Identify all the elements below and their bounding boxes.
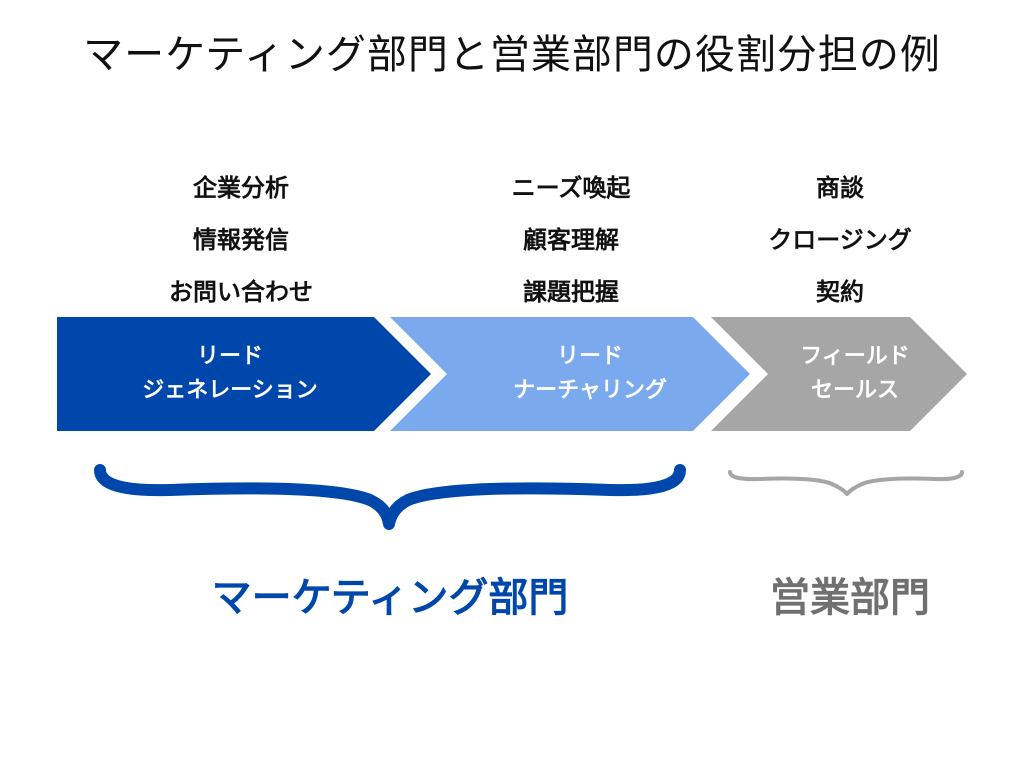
stage-label-line: セールス [810,378,899,403]
stage-label-line: フィールド [800,344,910,369]
sales-brace [728,470,964,496]
stage-label-line: ナーチャリング [513,378,667,403]
department-sales: 営業部門 [770,575,930,621]
task-item: ニーズ喚起 [511,174,631,202]
department-marketing: マーケティング部門 [211,575,569,621]
task-item: お問い合わせ [169,278,313,306]
stage-label-line: リード [556,344,623,369]
task-item: 情報発信 [193,226,289,254]
task-list-lead-generation: 企業分析 情報発信 お問い合わせ [121,162,361,318]
task-item: 課題把握 [523,278,619,306]
task-item: 企業分析 [193,174,289,202]
marketing-brace [94,464,686,530]
stage-label-lead-nurturing: リード ナーチャリング [440,340,740,408]
stage-arrow-lead-generation [57,317,431,431]
task-item: クロージング [768,226,912,254]
stage-label-line: リード [196,344,263,369]
page-title: マーケティング部門と営業部門の役割分担の例 [83,32,941,78]
stage-label-field-sales: フィールド セールス [740,340,970,408]
stage-label-lead-generation: リード ジェネレーション [90,340,370,408]
stage-arrow-field-sales [711,317,967,431]
stage-label-line: ジェネレーション [142,378,318,403]
task-item: 契約 [816,278,864,306]
task-list-field-sales: 商談 クロージング 契約 [720,162,960,318]
task-item: 顧客理解 [523,226,619,254]
stage-arrow-lead-nurturing [390,317,750,431]
task-item: 商談 [816,174,864,202]
task-list-lead-nurturing: ニーズ喚起 顧客理解 課題把握 [451,162,691,318]
